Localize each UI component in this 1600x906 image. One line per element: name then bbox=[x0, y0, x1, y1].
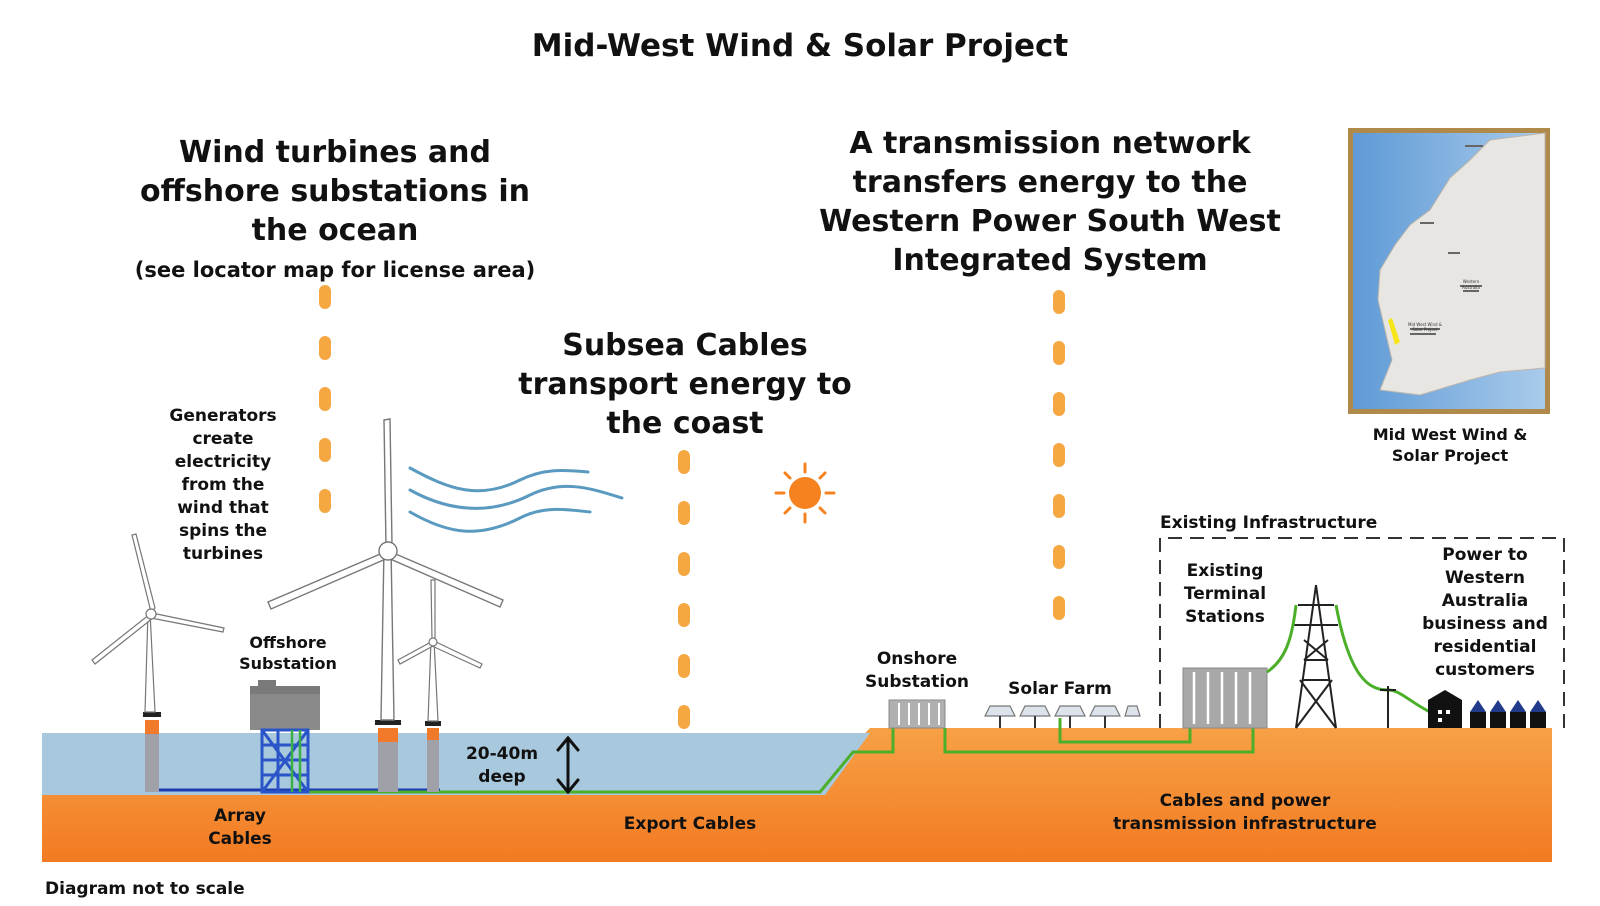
map-caption-line: Solar Project bbox=[1391, 446, 1509, 465]
wind-heading: Wind turbines and offshore substations i… bbox=[115, 133, 555, 250]
existing-infrastructure-box bbox=[1159, 537, 1565, 728]
power-to-wa-label-line: Power to bbox=[1442, 545, 1528, 565]
map-place-label: Australia bbox=[1462, 285, 1480, 290]
solar-panels-icon bbox=[984, 705, 1141, 728]
depth-label: 20-40m deep bbox=[452, 743, 552, 789]
generators-label-line: create bbox=[192, 429, 254, 449]
array-cables-label: Array Cables bbox=[190, 805, 290, 851]
onshore-substation-icon bbox=[888, 699, 946, 729]
terminal-station-icon bbox=[1182, 667, 1268, 729]
solar-farm-label: Solar Farm bbox=[1008, 679, 1112, 699]
power-to-wa-label-line: Australia bbox=[1441, 591, 1529, 611]
power-line-left bbox=[1266, 604, 1298, 674]
generators-label-line: Generators bbox=[169, 406, 277, 426]
generators-label-line: spins the bbox=[178, 521, 267, 541]
export-cables-label: Export Cables bbox=[623, 814, 757, 834]
terminal-stations-label-line: Terminal bbox=[1183, 584, 1267, 604]
dotted-connector-wind bbox=[319, 285, 331, 513]
power-to-wa-label-line: customers bbox=[1435, 660, 1535, 680]
wind-note: (see locator map for license area) bbox=[134, 258, 536, 282]
power-to-wa-label-line: Western bbox=[1445, 568, 1525, 588]
transmission-heading-line: Western Power South West bbox=[819, 204, 1281, 239]
sea-water bbox=[42, 733, 870, 795]
subsea-heading: Subsea Cables transport energy to the co… bbox=[490, 326, 880, 443]
wind-turbine-right bbox=[397, 579, 483, 792]
terminal-stations-label: Existing Terminal Stations bbox=[1160, 560, 1290, 629]
onshore-substation-label: Onshore Substation bbox=[852, 648, 982, 694]
onshore-cable bbox=[943, 728, 1255, 754]
power-to-wa-label-line: business and bbox=[1422, 614, 1548, 634]
locator-map bbox=[1348, 128, 1550, 414]
solar-cable bbox=[1058, 718, 1192, 744]
depth-label-line: deep bbox=[478, 767, 526, 787]
depth-arrow-icon bbox=[556, 735, 580, 795]
generators-label-line: turbines bbox=[182, 544, 264, 564]
array-cables-label-line: Cables bbox=[208, 829, 272, 849]
cables-power-label: Cables and power transmission infrastruc… bbox=[1080, 790, 1410, 836]
wind-turbine-large bbox=[267, 418, 504, 792]
onshore-substation-label-line: Onshore bbox=[876, 649, 958, 669]
map-place-label: Solar Project bbox=[1412, 327, 1438, 332]
subsea-heading-line: transport energy to bbox=[518, 367, 852, 402]
offshore-substation-icon bbox=[250, 680, 320, 794]
page-title: Mid-West Wind & Solar Project bbox=[531, 28, 1069, 64]
dotted-connector-subsea bbox=[678, 450, 690, 729]
cables-power-label-line: Cables and power bbox=[1159, 791, 1331, 811]
map-place-label: Mid West Wind & bbox=[1408, 322, 1442, 327]
offshore-substation-label-line: Offshore bbox=[249, 633, 327, 652]
cables-power-label-line: transmission infrastructure bbox=[1113, 814, 1377, 834]
map-caption-line: Mid West Wind & bbox=[1372, 425, 1528, 444]
dotted-connector-transmission bbox=[1053, 290, 1065, 620]
wind-heading-line: the ocean bbox=[251, 213, 419, 248]
transmission-heading-line: transfers energy to the bbox=[852, 165, 1248, 200]
onshore-substation-label-line: Substation bbox=[865, 672, 969, 692]
power-to-wa-label-line: residential bbox=[1433, 637, 1537, 657]
terminal-stations-label-line: Stations bbox=[1185, 607, 1265, 627]
buildings-icon bbox=[1428, 690, 1546, 728]
offshore-substation-label-line: Substation bbox=[239, 654, 337, 673]
wind-lines-icon bbox=[408, 466, 624, 533]
transmission-heading-line: A transmission network bbox=[849, 126, 1251, 161]
map-place-label: Western bbox=[1463, 279, 1480, 284]
transmission-heading: A transmission network transfers energy … bbox=[790, 124, 1310, 280]
power-to-wa-label: Power to Western Australia business and … bbox=[1410, 544, 1560, 682]
array-cables-label-line: Array bbox=[214, 806, 266, 826]
subsea-heading-line: the coast bbox=[606, 406, 764, 441]
wind-heading-line: Wind turbines and bbox=[179, 135, 491, 170]
generators-label: Generators create electricity from the w… bbox=[148, 405, 298, 566]
map-caption: Mid West Wind & Solar Project bbox=[1345, 424, 1555, 466]
export-cable bbox=[296, 718, 895, 794]
subsea-heading-line: Subsea Cables bbox=[562, 328, 808, 363]
depth-label-line: 20-40m bbox=[465, 744, 539, 764]
utility-pole-icon bbox=[1380, 686, 1396, 728]
existing-infrastructure-label: Existing Infrastructure bbox=[1160, 513, 1378, 533]
not-to-scale-note: Diagram not to scale bbox=[45, 879, 245, 899]
wind-turbine-left bbox=[91, 533, 225, 792]
generators-label-line: wind that bbox=[177, 498, 269, 518]
offshore-substation-label: Offshore Substation bbox=[228, 632, 348, 674]
sun-icon bbox=[774, 462, 836, 524]
generators-label-line: from the bbox=[181, 475, 265, 495]
transmission-tower-icon bbox=[1294, 584, 1338, 729]
terminal-stations-label-line: Existing bbox=[1186, 561, 1264, 581]
transmission-heading-line: Integrated System bbox=[892, 243, 1208, 278]
wind-heading-line: offshore substations in bbox=[140, 174, 530, 209]
generators-label-line: electricity bbox=[174, 452, 272, 472]
